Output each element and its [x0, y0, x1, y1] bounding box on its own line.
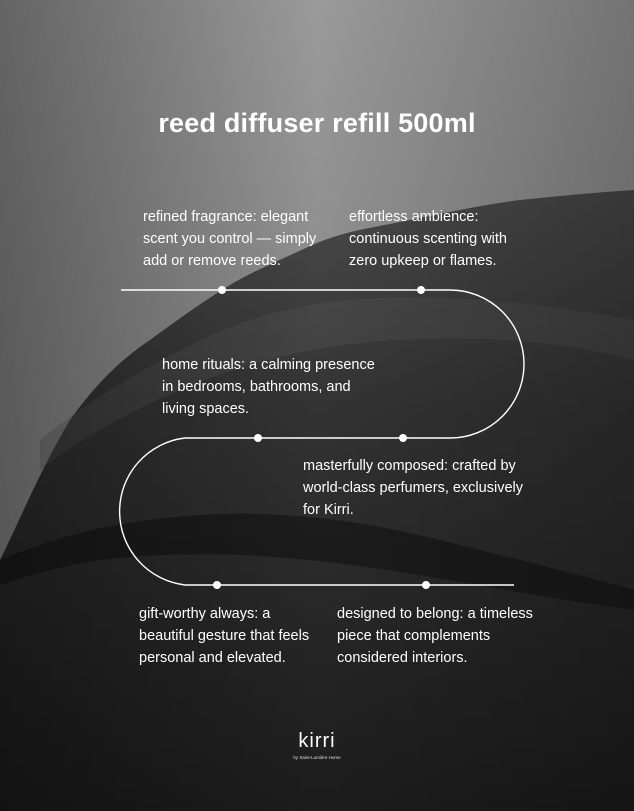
feature-line: continuous scenting with	[349, 231, 507, 247]
feature-line: add or remove reeds.	[143, 253, 281, 269]
feature-line: piece that complements	[337, 628, 491, 644]
brand-name: kirri	[298, 730, 336, 752]
feature-line: living spaces.	[162, 401, 250, 417]
brand-tagline: by Saint-Lumière Home	[293, 755, 341, 760]
feature-designed-to-belong: designed to belong: a timeless piece tha…	[337, 603, 533, 669]
timeline-path	[118, 289, 525, 586]
feature-home-rituals: home rituals: a calming presence in bedr…	[162, 354, 375, 420]
feature-gift-worthy: gift-worthy always: a beautiful gesture …	[139, 603, 309, 669]
feature-line: gift-worthy always: a	[139, 606, 271, 622]
timeline-dot	[417, 286, 425, 294]
feature-line: personal and elevated.	[139, 650, 286, 666]
feature-line: effortless ambience:	[349, 209, 479, 225]
feature-line: in bedrooms, bathrooms, and	[162, 379, 351, 395]
timeline-dot	[213, 581, 221, 589]
page-title: reed diffuser refill 500ml	[158, 108, 476, 138]
timeline-dot	[399, 434, 407, 442]
feature-line: world-class perfumers, exclusively	[303, 480, 523, 496]
feature-effortless-ambience: effortless ambience: continuous scenting…	[349, 206, 507, 272]
timeline-dot	[254, 434, 262, 442]
brand-logo: kirri by Saint-Lumière Home	[0, 730, 634, 760]
feature-line: designed to belong: a timeless	[337, 606, 533, 622]
feature-line: considered interiors.	[337, 650, 468, 666]
feature-line: masterfully composed: crafted by	[303, 458, 516, 474]
feature-refined-fragrance: refined fragrance: elegant scent you con…	[143, 206, 316, 272]
feature-line: for Kirri.	[303, 502, 354, 518]
timeline-dot	[218, 286, 226, 294]
feature-masterfully-composed: masterfully composed: crafted by world-c…	[303, 455, 523, 521]
feature-line: zero upkeep or flames.	[349, 253, 497, 269]
timeline-dot	[422, 581, 430, 589]
feature-line: scent you control — simply	[143, 231, 317, 247]
feature-line: home rituals: a calming presence	[162, 357, 375, 373]
feature-line: beautiful gesture that feels	[139, 628, 310, 644]
feature-line: refined fragrance: elegant	[143, 209, 309, 225]
